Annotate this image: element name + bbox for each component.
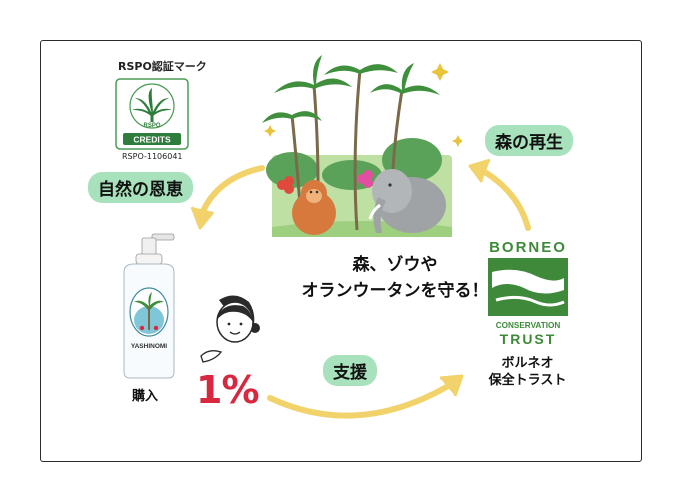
arrow-bct-to-forest <box>475 165 531 231</box>
bct-label: ボルネオ 保全トラスト <box>470 355 585 389</box>
bct-label-line1: ボルネオ <box>501 356 554 371</box>
rspo-mark-title: RSPO認証マーク <box>118 60 207 73</box>
benefit-label: 自然の恩恵 <box>88 172 193 203</box>
rspo-logo-word: RSPO <box>143 123 160 129</box>
bct-logo-line1: BORNEO <box>489 239 567 256</box>
bct-logo-line3: TRUST <box>500 331 557 347</box>
forest-caption-line1: 森、ゾウや <box>352 255 438 275</box>
forest-caption-line2: オランウータンを守る！ <box>301 281 489 301</box>
rspo-logo-credits: CREDITS <box>133 135 171 145</box>
bct-label-line2: 保全トラスト <box>488 373 567 388</box>
product-bottle: YASHINOMI <box>112 232 184 382</box>
support-label: 支援 <box>323 355 377 386</box>
percent-value: 1% <box>196 368 260 412</box>
elephant-illustration <box>368 169 446 233</box>
regeneration-label: 森の再生 <box>485 125 573 156</box>
bct-logo: BORNEO CONSERVATION TRUST <box>476 238 580 348</box>
purchase-label: 購入 <box>132 389 159 404</box>
rspo-logo: RSPO CREDITS <box>115 78 189 150</box>
arrow-product-to-bct <box>267 379 458 419</box>
person-illustration <box>195 290 265 370</box>
bct-logo-line2: CONSERVATION <box>496 321 561 330</box>
product-brand: YASHINOMI <box>131 343 167 350</box>
forest-caption: 森、ゾウや オランウータンを守る！ <box>280 252 510 304</box>
flower-icon <box>277 176 294 194</box>
forest-illustration <box>252 55 464 245</box>
orangutan-illustration <box>292 180 336 235</box>
rspo-code: RSPO-1106041 <box>122 152 183 161</box>
